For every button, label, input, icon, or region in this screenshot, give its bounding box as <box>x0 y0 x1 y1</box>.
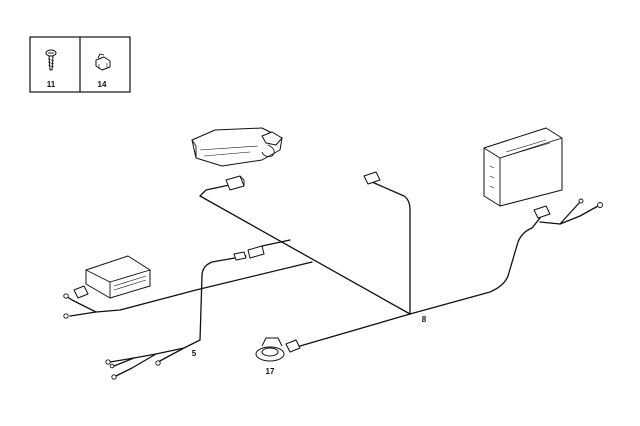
top-left-connector <box>225 175 245 191</box>
clip-icon <box>95 53 111 71</box>
inline-connector <box>233 245 265 261</box>
left-connector <box>63 285 89 319</box>
branch-5-terminals <box>105 359 161 380</box>
left-module <box>85 255 151 299</box>
screw-icon <box>45 49 57 71</box>
callout-5: 5 <box>192 349 197 358</box>
control-module-box <box>483 127 563 207</box>
wire-end-terminal <box>578 198 584 204</box>
right-connector <box>533 205 551 219</box>
legend-number-11: 11 <box>47 80 56 89</box>
small-parts-legend: 11 14 <box>29 36 131 93</box>
callout-8: 8 <box>422 315 427 324</box>
main-harness-wires <box>65 181 599 377</box>
handset-unit <box>191 127 283 167</box>
top-center-connector <box>363 171 381 185</box>
speaker-icon <box>255 337 301 362</box>
wire-end-terminal <box>597 202 603 208</box>
legend-number-14: 14 <box>98 80 107 89</box>
callout-17: 17 <box>266 367 275 376</box>
